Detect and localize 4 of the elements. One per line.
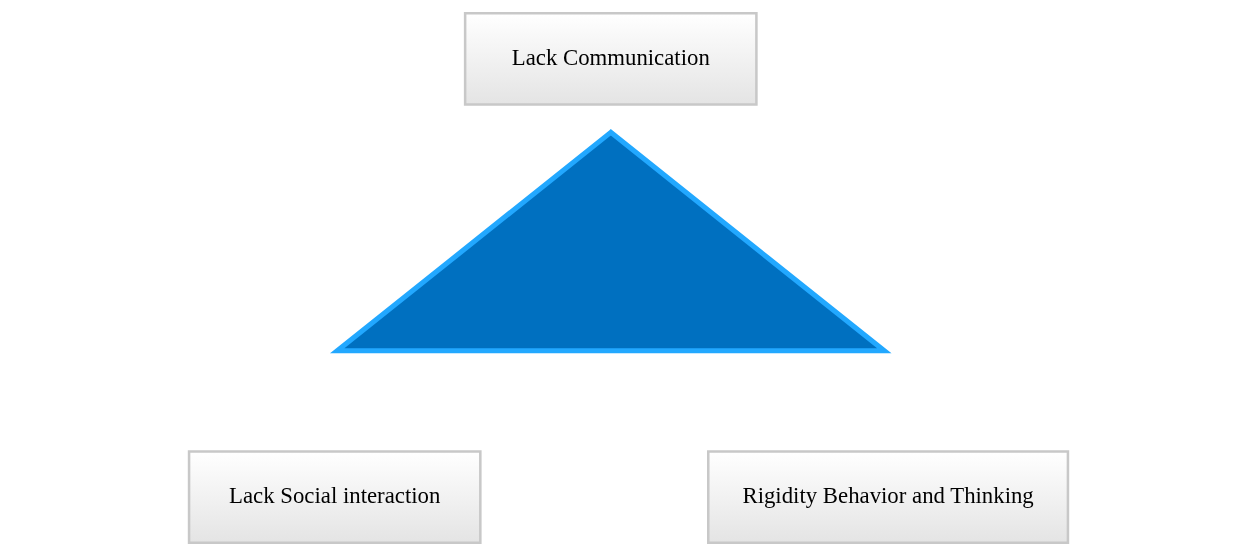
node-triangle — [330, 129, 892, 354]
node-box: Rigidity Behavior and Thinking — [707, 450, 1070, 544]
node-box: Lack Communication — [463, 12, 758, 106]
node-box: Lack Social interaction — [187, 450, 482, 544]
